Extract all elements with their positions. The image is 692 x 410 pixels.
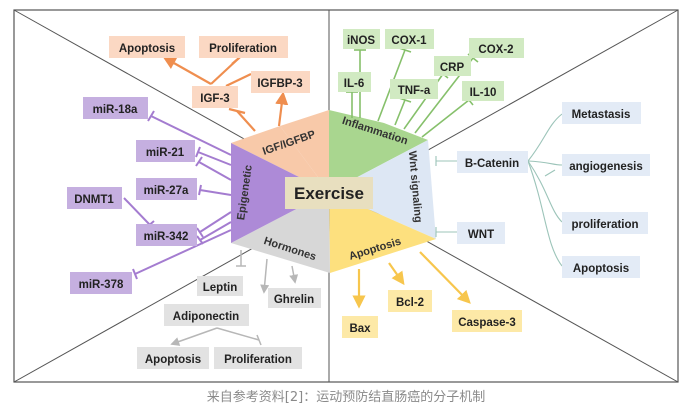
mir27a-box — [136, 178, 197, 200]
igf3-label: IGF-3 — [200, 93, 229, 105]
wnt-box — [457, 222, 505, 244]
igf-apoptosis-box — [109, 36, 185, 58]
igfbp3-box — [251, 71, 310, 93]
inos-label: iNOS — [347, 35, 375, 47]
crp-label: CRP — [440, 62, 465, 74]
igf-wedge-a — [231, 126, 329, 192]
wnt-segment — [329, 140, 436, 239]
caspase3-box — [452, 310, 522, 332]
tnfa-label: TNF-a — [398, 85, 431, 97]
mechanism-diagram: Exercise IGF/IGFBP Inflammation Wnt sign… — [13, 9, 679, 383]
mir342-box — [136, 224, 197, 246]
wnt-proliferation-box — [562, 212, 648, 234]
angiogenesis-label: angiogenesis — [569, 161, 643, 173]
hormones-proliferation-label: Proliferation — [224, 354, 292, 366]
leptin-label: Leptin — [203, 282, 238, 294]
il10-label: IL-10 — [470, 87, 497, 99]
dnmt1-box — [67, 187, 122, 209]
angiogenesis-box — [562, 154, 650, 176]
bax-box — [342, 316, 378, 338]
mir378-label: miR-378 — [79, 279, 124, 291]
tnfa-box — [390, 79, 438, 99]
inflammation-segment — [329, 110, 428, 192]
igf-wedge-b — [280, 110, 329, 192]
mir21-box — [136, 140, 195, 162]
mir18a-box — [83, 97, 148, 119]
apoptosis-segment — [329, 192, 436, 273]
wnt-label: WNT — [468, 229, 494, 241]
wnt-proliferation-label: proliferation — [571, 219, 638, 231]
outer-frame — [13, 9, 679, 383]
hormones-proliferation-box — [214, 347, 302, 369]
adiponectin-box — [164, 304, 249, 326]
mir27a-label: miR-27a — [144, 185, 189, 197]
epigenetic-segment — [231, 143, 329, 243]
ghrelin-box — [268, 288, 321, 308]
igfbp3-label: IGFBP-3 — [257, 78, 302, 90]
cox2-box — [469, 38, 524, 58]
bcl2-box — [388, 290, 432, 312]
dnmt1-label: DNMT1 — [74, 194, 114, 206]
adiponectin-label: Adiponectin — [173, 311, 239, 323]
igf3-box — [192, 86, 238, 108]
caspase3-label: Caspase-3 — [458, 317, 516, 329]
hormones-apoptosis-box — [137, 347, 209, 369]
mir18a-label: miR-18a — [93, 104, 138, 116]
cox2-label: COX-2 — [478, 44, 513, 56]
il10-box — [462, 81, 504, 101]
metastasis-box — [562, 102, 641, 124]
mir342-label: miR-342 — [144, 231, 189, 243]
inos-box — [343, 29, 380, 49]
bcatenin-label: B-Catenin — [465, 158, 519, 170]
bcl2-label: Bcl-2 — [396, 297, 424, 309]
figure-caption: 来自参考资料[2]：运动预防结直肠癌的分子机制 — [206, 390, 486, 405]
igf-apoptosis-label: Apoptosis — [119, 43, 175, 55]
apoptosis-connectors — [352, 251, 471, 309]
cox1-box — [385, 29, 434, 49]
center-label: Exercise — [294, 184, 364, 203]
bcatenin-box — [457, 151, 528, 173]
leptin-box — [197, 276, 243, 296]
il6-box — [338, 72, 371, 92]
epigenetic-connectors — [123, 110, 232, 280]
hormones-apoptosis-label: Apoptosis — [145, 354, 201, 366]
center-box — [285, 177, 373, 209]
il6-label: IL-6 — [344, 78, 364, 90]
wnt-apoptosis-label: Apoptosis — [573, 263, 629, 275]
wnt-apoptosis-box — [562, 256, 640, 278]
bax-label: Bax — [349, 323, 371, 335]
wnt-connectors — [435, 113, 563, 267]
igf-proliferation-label: Proliferation — [209, 43, 277, 55]
metastasis-label: Metastasis — [572, 109, 631, 121]
inflammation-connectors — [346, 47, 479, 138]
mir378-box — [70, 272, 132, 294]
mir21-label: miR-21 — [146, 147, 185, 159]
cox1-label: COX-1 — [391, 35, 427, 47]
hormones-segment — [231, 192, 330, 273]
crp-box — [434, 56, 471, 76]
igf-proliferation-box — [199, 36, 288, 58]
ghrelin-label: Ghrelin — [274, 294, 314, 306]
hormones-connectors — [170, 250, 299, 346]
